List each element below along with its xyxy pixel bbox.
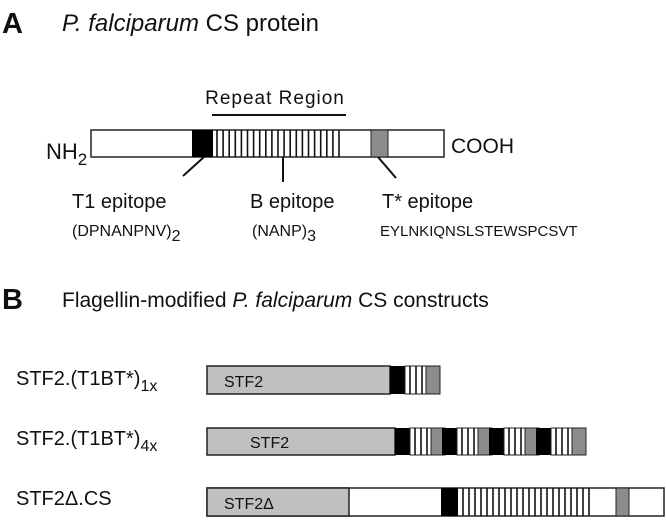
nh2-main: NH <box>46 139 78 164</box>
nh2-sub: 2 <box>78 150 87 169</box>
construct-3-stf2-domain <box>206 487 350 517</box>
t-star-epitope-block <box>370 129 389 158</box>
construct-1-name-sub: 1x <box>140 378 157 395</box>
b-epitope-sequence: (NANP)3 <box>252 223 316 245</box>
panel-b-letter: B <box>2 284 23 316</box>
construct-2-name-sub: 4x <box>140 438 157 455</box>
panel-b-title-pre: Flagellin-modified <box>62 289 232 312</box>
panel-b-title: Flagellin-modified P. falciparum CS cons… <box>62 289 489 312</box>
construct-3-stf2-label: STF2Δ <box>224 496 274 513</box>
construct-1-stf2-label: STF2 <box>224 374 263 391</box>
t1-epitope-block <box>395 428 410 455</box>
b-seq-main: (NANP) <box>252 223 307 240</box>
cs-protein-bar <box>90 129 445 158</box>
construct-1-stf2-domain <box>206 365 391 395</box>
panel-b-title-species: P. falciparum <box>232 289 352 312</box>
t1-epitope-sequence: (DPNANPNV)2 <box>72 223 181 245</box>
panel-a-title: P. falciparum CS protein <box>62 10 319 37</box>
t1-seq-main: (DPNANPNV) <box>72 223 172 240</box>
construct-3-t1-block <box>441 488 458 516</box>
construct-2-name: STF2.(T1BT*)4x <box>16 428 157 455</box>
t-star-epitope-block <box>425 365 441 395</box>
panel-a-title-species: P. falciparum <box>62 10 199 37</box>
construct-1-cassettes <box>390 365 441 395</box>
construct-3-t-star-block <box>615 487 630 517</box>
t1-epitope-block <box>489 428 504 455</box>
cooh-terminus: COOH <box>451 135 514 158</box>
construct-3-bar: STF2Δ <box>206 487 665 517</box>
repeat-region-label: Repeat Region <box>205 88 345 109</box>
construct-2-name-main: STF2.(T1BT*) <box>16 428 140 450</box>
t1-epitope-block <box>536 428 551 455</box>
t1-epitope-block <box>192 130 213 157</box>
construct-3-repeat-stripes <box>462 488 590 516</box>
construct-2-stf2-label: STF2 <box>250 435 289 452</box>
construct-2-stf2-domain <box>206 427 396 456</box>
b-seq-sub: 3 <box>307 228 316 245</box>
construct-1-name-main: STF2.(T1BT*) <box>16 368 140 390</box>
t-star-epitope-block <box>571 427 587 456</box>
construct-1-bar: STF2 <box>206 365 441 395</box>
t1-seq-sub: 2 <box>172 228 181 245</box>
construct-2-bar: STF2 <box>206 427 587 456</box>
construct-2-cassettes <box>395 427 587 456</box>
t1-pointer-line <box>182 156 205 177</box>
t-star-pointer-line <box>377 156 397 179</box>
repeat-stripes <box>216 130 340 157</box>
t1-epitope-label: T1 epitope <box>72 191 167 213</box>
panel-b-title-post: CS constructs <box>352 289 489 312</box>
t1-epitope-block <box>390 366 405 394</box>
t1-epitope-block <box>442 428 457 455</box>
construct-1-name: STF2.(T1BT*)1x <box>16 368 157 395</box>
t-star-epitope-label: T* epitope <box>382 191 473 213</box>
panel-a-letter: A <box>2 8 23 40</box>
t-star-epitope-sequence: EYLNKIQNSLSTEWSPCSVT <box>380 223 578 240</box>
construct-3-name: STF2Δ.CS <box>16 488 112 510</box>
b-epitope-label: B epitope <box>250 191 335 213</box>
nh2-terminus: NH2 <box>46 139 87 169</box>
panel-a-title-rest: CS protein <box>199 10 319 37</box>
